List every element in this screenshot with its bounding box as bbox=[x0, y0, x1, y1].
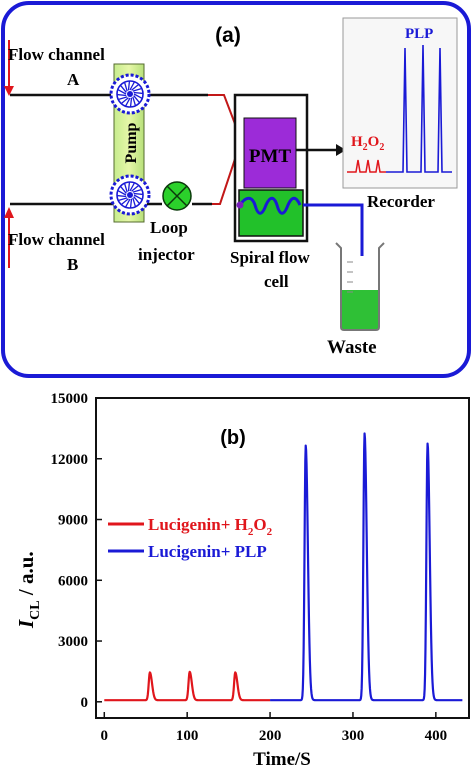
beaker-liquid bbox=[341, 290, 379, 330]
pump-rotor-bottom bbox=[109, 174, 151, 216]
x-tick-label: 200 bbox=[259, 728, 282, 744]
loop-injector: Loop injector bbox=[138, 181, 195, 264]
panel-b-label: (b) bbox=[220, 427, 246, 449]
panel-a-label: (a) bbox=[215, 24, 241, 47]
y-axis-label: ICL / a.u. bbox=[14, 551, 43, 629]
spiral-coil bbox=[238, 196, 302, 215]
x-tick-label: 0 bbox=[101, 728, 109, 744]
panel-a: (a) Flow channel A Flow channel B Pump bbox=[1, 1, 471, 378]
legend-text-plp: Lucigenin+ PLP bbox=[148, 542, 267, 561]
detector-housing: PMT bbox=[233, 93, 309, 243]
flow-channel-b-label: Flow channel bbox=[8, 230, 105, 249]
x-axis-label: Time/S bbox=[253, 749, 311, 770]
series-line-0 bbox=[103, 670, 271, 702]
flow-channel-a-label: Flow channel bbox=[8, 45, 105, 64]
panel-b: (b) 0 3000 6000 9000 12000 15000 0 100 200 300 40… bbox=[14, 391, 470, 770]
y-axis-ticks: 0 3000 6000 9000 12000 15000 bbox=[51, 391, 102, 711]
y-tick-label: 3000 bbox=[58, 634, 88, 650]
legend-item-plp: Lucigenin+ PLP bbox=[108, 542, 267, 561]
recorder: PLP H2O2 Recorder bbox=[342, 17, 458, 211]
recorder-plp-label: PLP bbox=[405, 26, 433, 42]
waste-tube bbox=[303, 203, 364, 256]
pump-label: Pump bbox=[123, 122, 140, 163]
legend-item-h2o2: Lucigenin+ H2O2 bbox=[108, 515, 273, 538]
flow-channel-b-letter: B bbox=[67, 255, 78, 274]
beaker-glass bbox=[335, 242, 385, 331]
pmt bbox=[243, 117, 297, 189]
recorder-label: Recorder bbox=[367, 192, 435, 211]
x-tick-label: 100 bbox=[176, 728, 199, 744]
recorder-h2o2-label: H2O2 bbox=[351, 134, 384, 153]
arrow-to-recorder bbox=[296, 144, 346, 156]
loop-injector-label-1: Loop bbox=[150, 218, 188, 237]
y-tick-label: 6000 bbox=[58, 573, 88, 589]
pmt-label: PMT bbox=[249, 146, 292, 167]
arrow-up-b bbox=[4, 207, 14, 268]
y-tick-label: 9000 bbox=[58, 513, 88, 529]
pump: Pump bbox=[109, 63, 151, 223]
recorder-trace-h2o2 bbox=[347, 159, 386, 173]
x-tick-label: 400 bbox=[425, 728, 448, 744]
waste-beaker: Waste bbox=[327, 242, 385, 358]
recorder-trace-plp bbox=[386, 44, 452, 173]
series-layer bbox=[103, 432, 464, 702]
waste-label: Waste bbox=[327, 337, 377, 358]
spiral-flow-cell-label-2: cell bbox=[264, 272, 289, 291]
legend-text-h2o2: Lucigenin+ H2O2 bbox=[148, 515, 273, 538]
flow-channel-a-letter: A bbox=[67, 70, 80, 89]
y-tick-label: 15000 bbox=[51, 391, 89, 407]
x-tick-label: 300 bbox=[342, 728, 365, 744]
loop-injector-label-2: injector bbox=[138, 245, 195, 264]
spiral-flow-cell-label-1: Spiral flow bbox=[230, 248, 311, 267]
y-tick-label: 0 bbox=[81, 695, 89, 711]
plot-area-frame bbox=[95, 397, 470, 719]
legend: Lucigenin+ H2O2 Lucigenin+ PLP bbox=[108, 515, 273, 561]
series-line-1 bbox=[269, 432, 464, 702]
y-tick-label: 12000 bbox=[51, 452, 89, 468]
x-axis-ticks: 0 100 200 300 400 bbox=[101, 712, 448, 744]
pump-rotor-top bbox=[109, 73, 151, 115]
arrow-down-a bbox=[4, 40, 14, 96]
